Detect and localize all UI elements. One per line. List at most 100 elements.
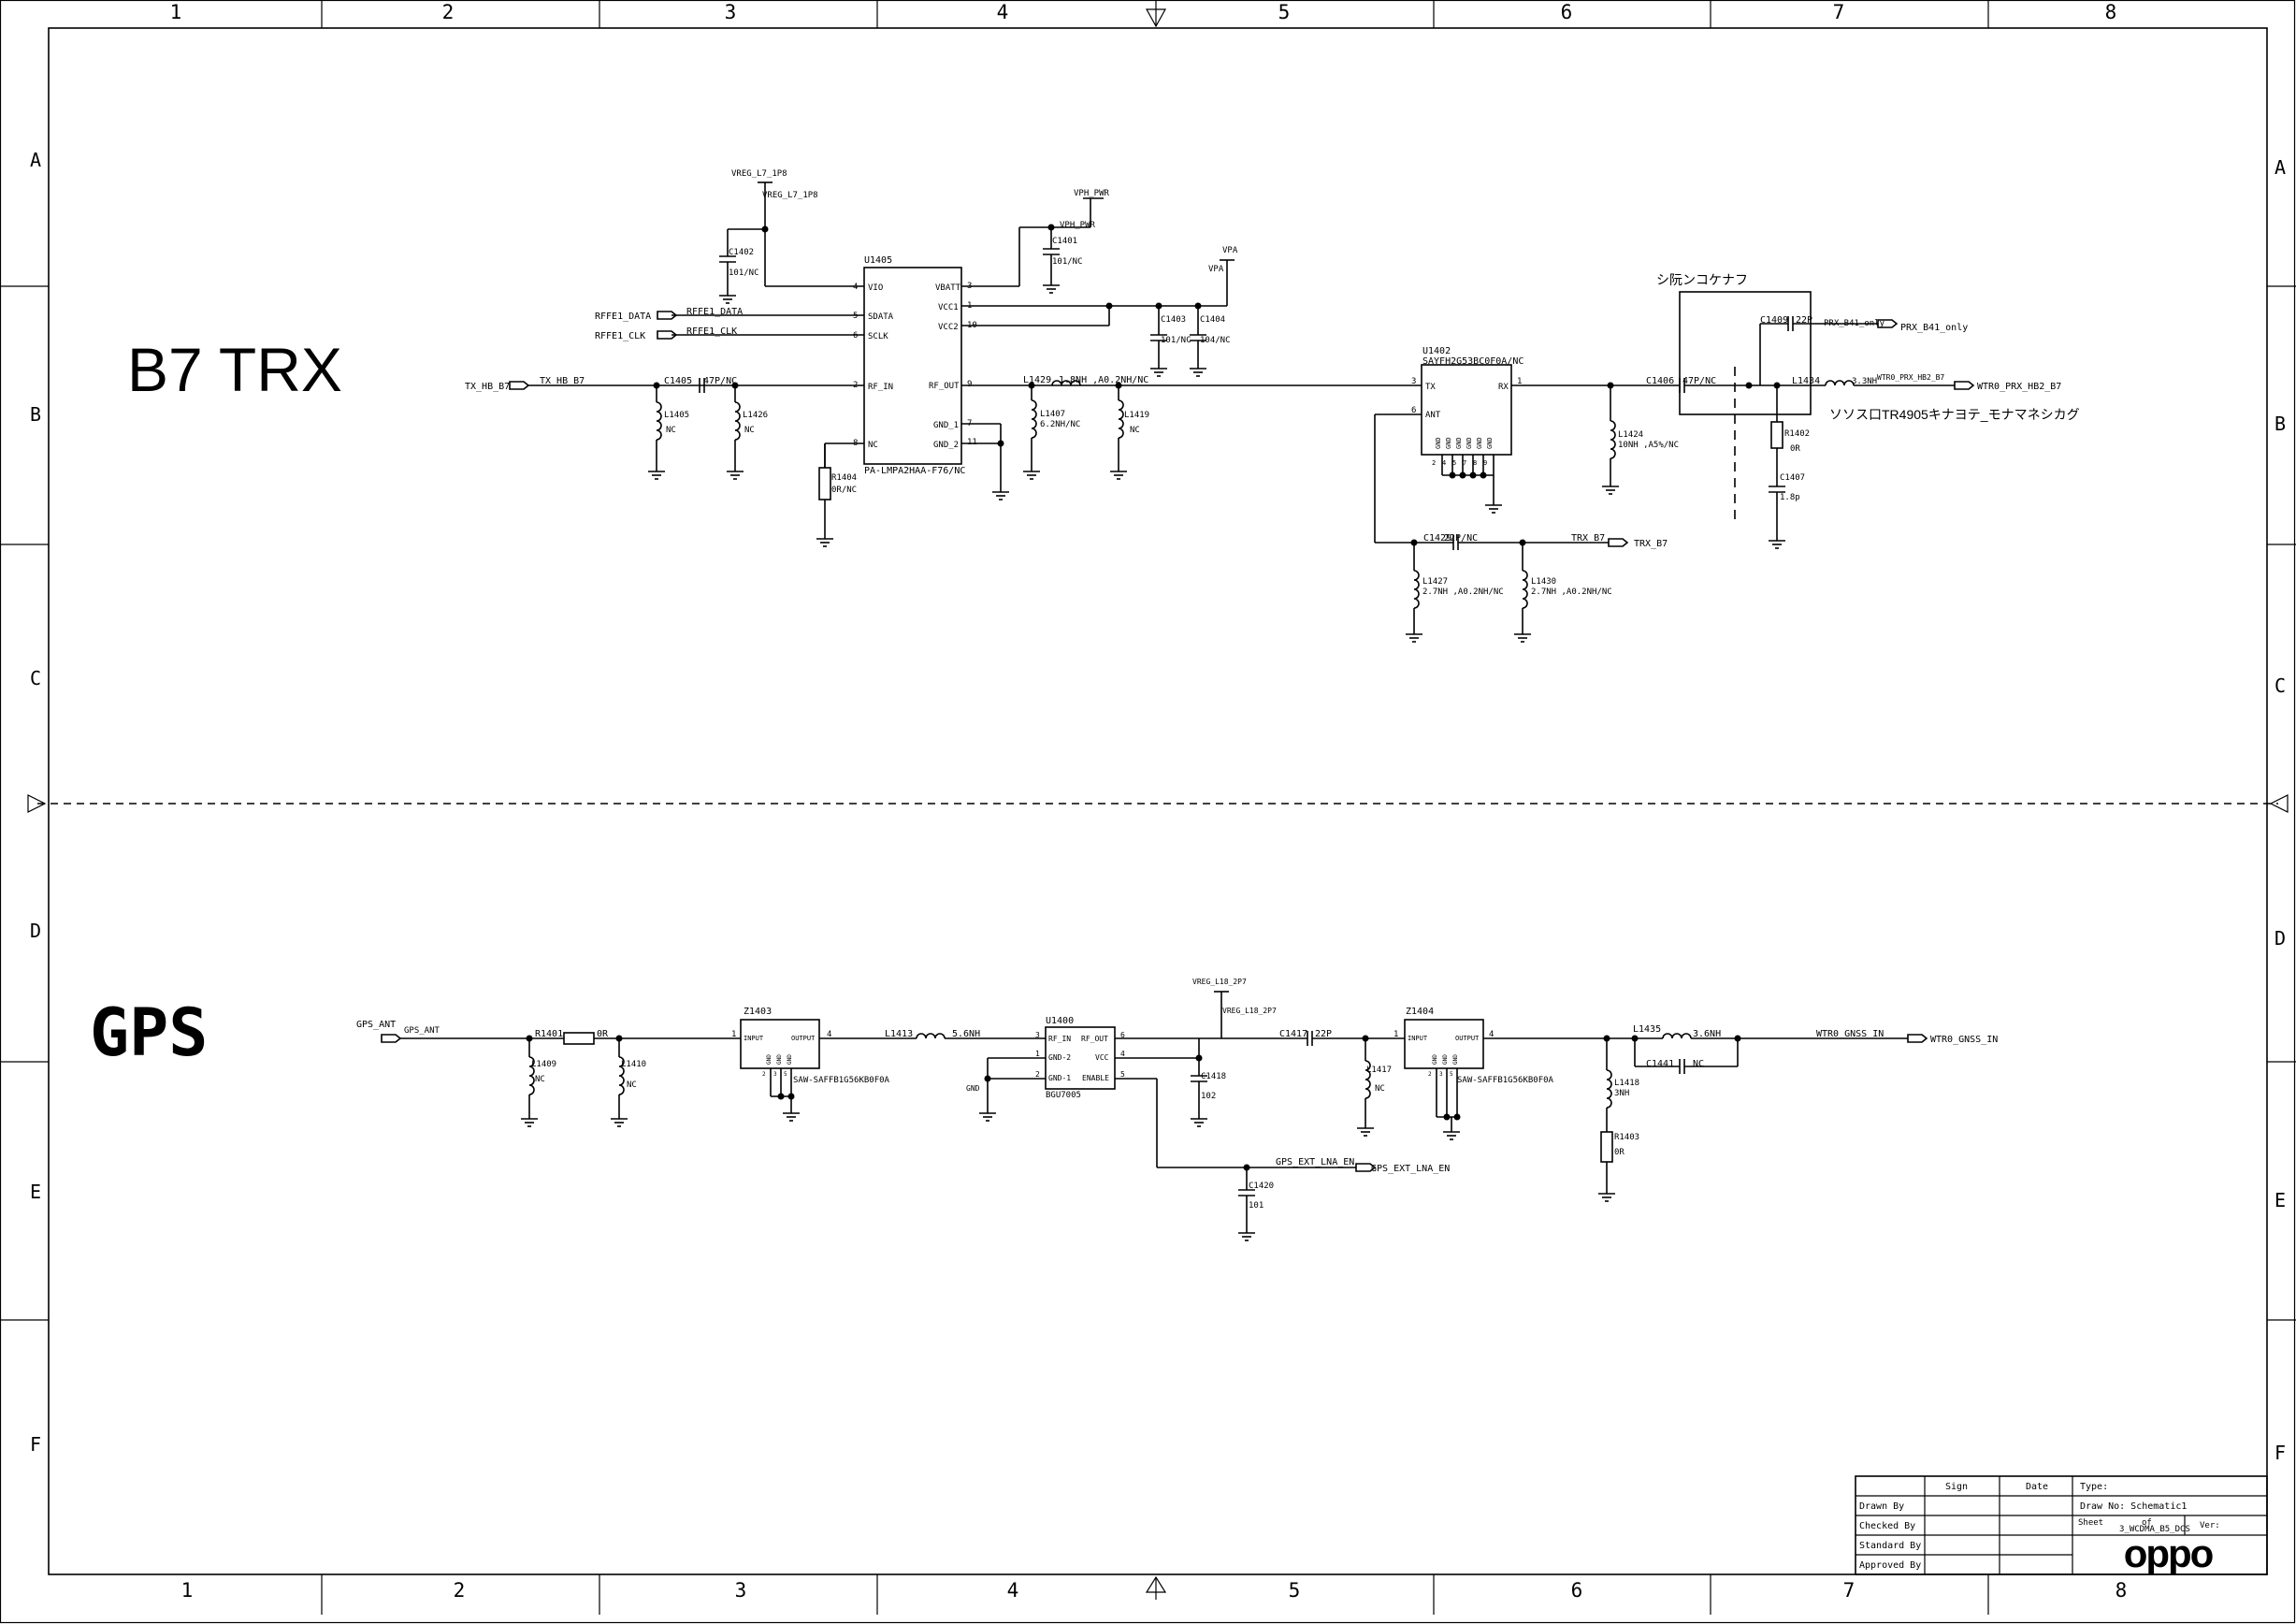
row-label: B (2274, 413, 2286, 435)
u1400-part: BGU7005 (1046, 1091, 1081, 1100)
row-label: A (30, 149, 41, 171)
pin-sclk-num: 6 (853, 331, 858, 341)
c1406-value: 47P/NC (1682, 376, 1716, 386)
gps-ant-net: GPS_ANT (404, 1026, 440, 1036)
net-vreg-l7: VREG_L7_1P8 (731, 169, 787, 179)
z1403-pin-input: INPUT (744, 1035, 764, 1042)
column-label: 6 (1571, 1579, 1583, 1602)
tb-sign: Sign (1945, 1482, 1968, 1492)
c1441-value: NC (1693, 1059, 1704, 1069)
u1402-pin-ant: ANT (1425, 411, 1441, 420)
tx-hb-b7-port-label: TX_HB_B7 (465, 382, 510, 392)
column-label: 8 (2105, 1, 2117, 23)
trx-b7-port-label: TRX_B7 (1634, 539, 1668, 549)
tb-file: 3_WCDMA_B5_DCS (2119, 1525, 2190, 1534)
column-label: 4 (997, 1, 1009, 23)
pin-sclk: SCLK (868, 332, 888, 341)
c1402-value: 101/NC (729, 268, 759, 278)
l1435-value: 3.6NH (1693, 1029, 1721, 1039)
tx-hb-b7-net: TX_HB_B7 (540, 376, 585, 386)
c1417-ref: C1417 (1279, 1029, 1307, 1039)
c1401-value: 101/NC (1052, 257, 1083, 267)
svg-text:OUTPUT: OUTPUT (1455, 1035, 1480, 1042)
net-vreg-l18-2: VREG_L18_2P7 (1222, 1007, 1277, 1015)
column-label: 3 (735, 1579, 747, 1602)
net-vpa-2: VPA (1208, 265, 1224, 274)
tb-draw-no: Draw No: Schematic1 (2080, 1501, 2187, 1512)
l1429-ref: L1429 (1023, 375, 1051, 385)
l1405-value: NC (666, 426, 676, 435)
svg-text:2: 2 (762, 1071, 766, 1078)
row-label: D (30, 920, 41, 942)
svg-text:GND: GND (1452, 1054, 1459, 1065)
pin-gnd2-num: 11 (967, 438, 977, 447)
rffe1-data-port-label: RFFE1_DATA (595, 312, 651, 322)
trx-b7-port (1608, 538, 1629, 547)
svg-text:GND: GND (1486, 437, 1494, 449)
column-label: 7 (1843, 1579, 1856, 1602)
l1435-ref: L1435 (1633, 1024, 1661, 1035)
row-label: D (2274, 927, 2286, 950)
pin-vio-num: 4 (853, 283, 858, 292)
c1406-ref: C1406 (1646, 376, 1674, 386)
svg-text:2: 2 (1428, 1071, 1432, 1078)
prx-b41-port-label: PRX_B41_only (1900, 323, 1968, 333)
column-labels: 1 2 3 4 5 6 7 8 1 2 3 4 5 6 7 8 (170, 1, 2128, 1602)
svg-text:GND: GND (1445, 437, 1452, 449)
pin-vio: VIO (868, 283, 883, 293)
l1405-ref: L1405 (664, 411, 689, 420)
u1400-pin-vcc: VCC (1095, 1053, 1109, 1062)
u1402-pin-ant-num: 6 (1411, 406, 1416, 415)
column-label: 3 (725, 1, 737, 23)
net-vpa: VPA (1222, 246, 1238, 255)
oppo-logo: oppo (2124, 1531, 2214, 1575)
column-label: 5 (1278, 1, 1291, 23)
tb-type: Type: (2080, 1482, 2108, 1492)
u1400-pin-rfout: RF_OUT (1081, 1035, 1108, 1043)
c1404-ref: C1404 (1200, 315, 1225, 325)
gnd-label: GND (966, 1084, 980, 1093)
l1417-ref: L1417 (1366, 1066, 1392, 1075)
pin-vcc2: VCC2 (938, 323, 959, 332)
tb-date: Date (2026, 1482, 2048, 1492)
svg-text:5: 5 (784, 1071, 787, 1078)
svg-text:6: 6 (1120, 1031, 1125, 1039)
lna-en-port-label: GPS_EXT_LNA_EN (1371, 1164, 1450, 1174)
column-label: 6 (1561, 1, 1573, 23)
pin-sdata-num: 5 (853, 312, 858, 321)
u1400-pin-gnd1: GND-1 (1048, 1074, 1071, 1082)
section-title-b7-trx: B7 TRX (127, 335, 342, 404)
u1402-pin-tx: TX (1425, 383, 1436, 392)
c1417-value: 22P (1315, 1029, 1332, 1039)
z1404-body (1404, 1019, 1484, 1069)
c1404-value: 104/NC (1200, 336, 1231, 345)
z1403-pin-out-num: 4 (827, 1030, 831, 1039)
u1402-pin-rx: RX (1498, 383, 1509, 392)
tb-standard-by: Standard By (1859, 1541, 1921, 1551)
pin-sdata: SDATA (868, 312, 894, 322)
wtr-prx-net: WTR0_PRX_HB2_B7 (1877, 373, 1944, 382)
wtr-prx-port-label: WTR0_PRX_HB2_B7 (1977, 382, 2061, 392)
c1402-ref: C1402 (729, 248, 754, 257)
pin-gnd1: GND_1 (933, 421, 959, 430)
rffe1-clk-port (657, 330, 678, 340)
option-box (1679, 291, 1812, 415)
lna-en-net: GPS_EXT_LNA_EN (1276, 1157, 1354, 1167)
z1403-pin-in-num: 1 (731, 1030, 736, 1039)
l1424-ref: L1424 (1618, 430, 1643, 440)
b7-trx-circuit: U1405 PA-LMPA2HAA-F76/NC VIO 4 SDATA 5 S… (465, 169, 2080, 643)
svg-text:3: 3 (1035, 1031, 1040, 1039)
column-label: 2 (454, 1579, 466, 1602)
z1404-part: SAW-SAFFB1G56KB0F0A (1457, 1076, 1554, 1085)
svg-text:GND: GND (1432, 1054, 1438, 1065)
svg-text:GND: GND (1435, 437, 1442, 449)
l1409-ref: L1409 (531, 1060, 556, 1069)
c1418-value: 102 (1201, 1092, 1216, 1101)
tx-hb-b7-port (509, 381, 530, 390)
u1400-pin-rfin: RF_IN (1048, 1035, 1071, 1043)
r1403-value: 0R (1614, 1148, 1625, 1157)
svg-text:GND: GND (776, 1054, 783, 1065)
svg-text:8: 8 (1473, 459, 1477, 467)
column-label: 2 (442, 1, 455, 23)
u1405-body (863, 267, 962, 465)
